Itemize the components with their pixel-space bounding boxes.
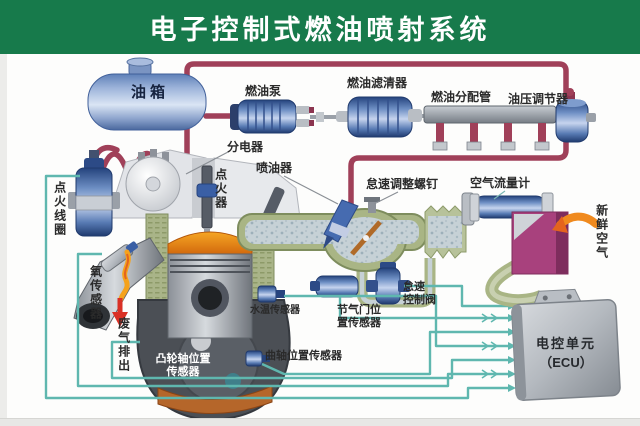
- injector-graphic: [323, 199, 359, 249]
- injector-label: 喷油器: [256, 161, 293, 175]
- water-temp-sensor-graphic: [257, 285, 285, 303]
- distributor-graphic: [125, 149, 181, 212]
- fuel-filter-graphic: [336, 96, 422, 138]
- ignition-coil-graphic: [68, 150, 120, 237]
- tps-label: 节气门位 置传感器: [337, 304, 381, 330]
- title-banner: 电子控制式燃油喷射系统: [0, 0, 640, 54]
- crankshaft-sensor-label: 曲轴位置传感器: [265, 350, 342, 362]
- exhaust-out-label: 废气排出: [116, 317, 131, 373]
- label-pointers: [185, 151, 506, 205]
- pressure-regulator-label: 油压调节器: [508, 92, 569, 106]
- ecu-label-line2: （ECU）: [539, 355, 593, 370]
- ecu-graphic: [511, 288, 621, 401]
- fresh-air-arrow-icon: [552, 212, 600, 233]
- fuel-pump-graphic: [230, 99, 314, 134]
- diagram-canvas: [44, 57, 621, 422]
- distributor-label: 分电器: [227, 140, 264, 154]
- exhaust-pipe-graphic: [73, 237, 165, 331]
- igniter-label: 点火器: [213, 168, 228, 210]
- tps-graphic: [310, 275, 359, 298]
- air-filter-box-graphic: [511, 211, 569, 275]
- exhaust-arrow-icon: [112, 249, 131, 327]
- idle-screw-label: 怠速调整螺钉: [366, 177, 439, 191]
- fuel-tank-label: 油箱: [131, 84, 170, 101]
- ecu-label: 电控单元 （ECU）: [523, 333, 609, 371]
- fuel-pump-label: 燃油泵: [245, 84, 282, 98]
- bottom-border: [0, 418, 640, 426]
- throttle-graphic: [350, 197, 382, 256]
- engine-block-graphic: [136, 213, 291, 422]
- fuel-rail-label: 燃油分配管: [431, 90, 492, 104]
- air-duct-inner: [489, 263, 544, 304]
- air-flow-meter-label: 空气流量计: [470, 176, 531, 190]
- ignition-coil-label: 点火线圈: [52, 181, 67, 237]
- idle-valve-label: 怠速 控制阀: [403, 281, 436, 307]
- oxygen-sensor-label: 氧传感器: [88, 265, 103, 321]
- crank-sensor-graphic: [245, 350, 270, 367]
- left-border: [0, 54, 7, 426]
- pressure-regulator-graphic: [555, 88, 596, 143]
- fresh-air-label: 新鲜空气: [594, 204, 609, 260]
- fuel-tank-graphic: [87, 57, 207, 131]
- page-title: 电子控制式燃油喷射系统: [149, 14, 491, 45]
- ecu-label-line1: 电控单元: [535, 336, 596, 351]
- pipe-fitting: [316, 112, 324, 122]
- camshaft-sensor-label: 凸轮轴位置 传感器: [155, 353, 211, 379]
- wire-harness: [44, 174, 510, 400]
- water-temp-sensor-label: 水温传感器: [250, 305, 300, 316]
- fuel-filter-label: 燃油滤清器: [347, 76, 408, 90]
- fuel-rail-graphic: [423, 105, 557, 151]
